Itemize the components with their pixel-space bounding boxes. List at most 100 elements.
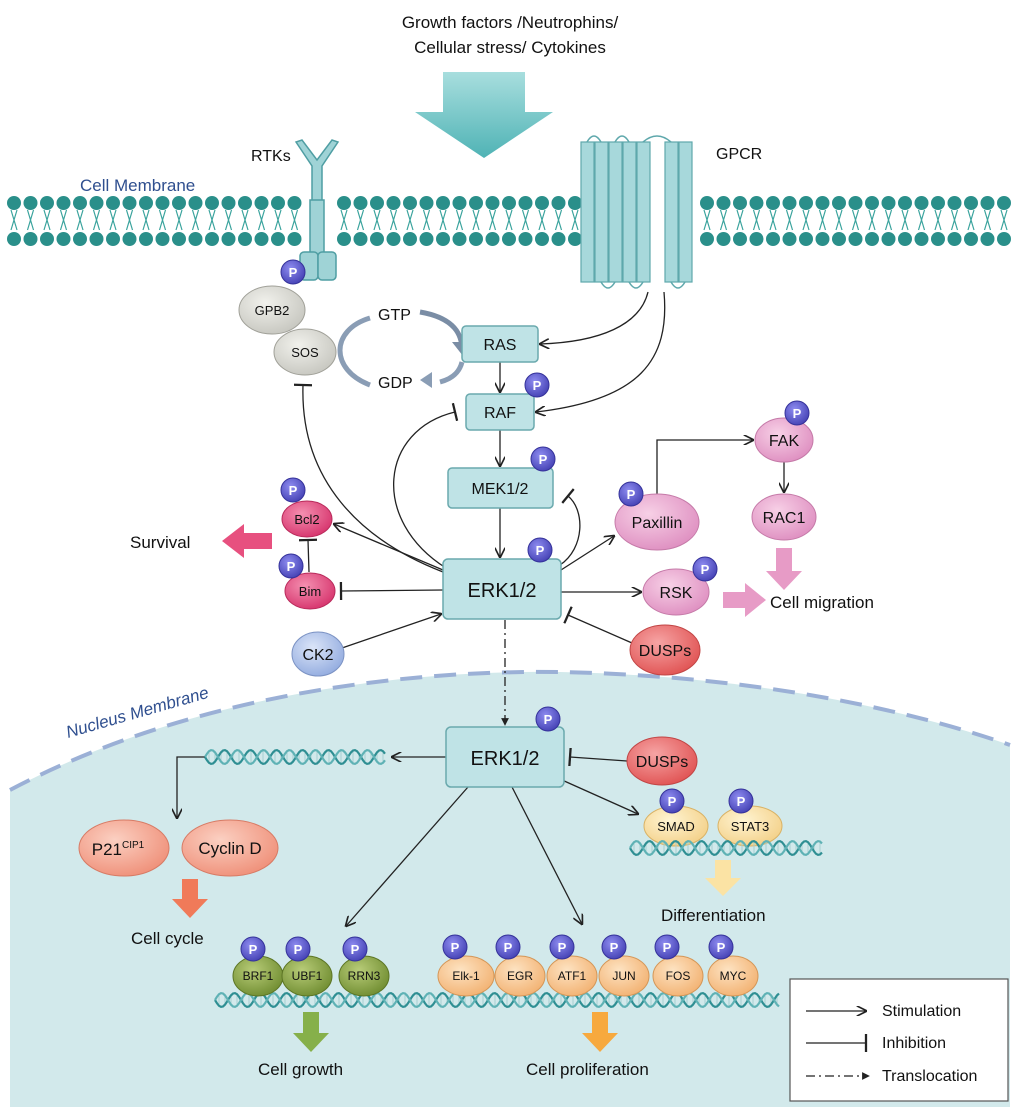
myc-label: MYC [720, 969, 747, 983]
dna-strand [204, 748, 386, 766]
transcription-factors: BRF1 UBF1 RRN3 Elk-1 EGR ATF1 JUN FOS MY… [232, 955, 759, 997]
lipid-head [947, 196, 962, 210]
lipid-tail [752, 209, 761, 231]
stat3-phospho-label: P [737, 794, 746, 809]
lipid-head [7, 232, 21, 246]
lipid-head [518, 232, 533, 246]
erk-cyto-node [442, 558, 562, 620]
lipid-head [485, 232, 500, 246]
legend-box [789, 978, 1009, 1102]
gpb2-label: GPB2 [255, 303, 290, 318]
cyclin-d-node [181, 819, 279, 877]
lipid-head [205, 232, 219, 246]
gpcr-helix [622, 141, 637, 283]
lipid-head [848, 232, 863, 246]
lipid-head [337, 196, 351, 210]
gtp-gdp-cycle-arrow-left [337, 315, 371, 388]
dna-cell-cycle [204, 748, 386, 766]
lipid-head [89, 232, 104, 246]
lipid-head [452, 232, 467, 246]
erk-to-bcl2-edge [334, 524, 444, 571]
lipid-head [914, 196, 929, 210]
lipid-head [155, 196, 170, 210]
lipid-head [518, 196, 533, 210]
cell-membrane [7, 196, 1011, 246]
jun-phospho-label: P [610, 940, 619, 955]
ubf1-phospho-label: P [294, 942, 303, 957]
gdp-label: GDP [378, 375, 413, 392]
lipid-tail [736, 209, 744, 231]
lipid-head [221, 232, 236, 246]
lipid-head [700, 232, 714, 246]
lipid-head [733, 196, 747, 210]
paxillin-phospho-label: P [627, 487, 636, 502]
lipid-head [914, 232, 929, 246]
lipid-head [172, 232, 186, 246]
dusps-inhibits-erk-nuc-edge [568, 747, 628, 767]
differentiation-arrow [705, 860, 741, 896]
erk-inhibits-raf-edge [393, 402, 459, 569]
lipid-head [848, 196, 863, 210]
lipid-head [23, 232, 38, 246]
erk-nuc-node [445, 726, 565, 788]
gpcr-to-ras-edge [540, 291, 649, 344]
paxillin-label: Paxillin [632, 515, 683, 532]
elk1-node [437, 955, 495, 997]
signal-line-1: Growth factors /Neutrophins/ [402, 13, 619, 32]
dusps-nuc-node [626, 736, 698, 786]
lipid-tail [901, 209, 909, 231]
mek-label: MEK1/2 [472, 481, 529, 498]
smad-label: SMAD [657, 819, 695, 834]
mek-phospho-label: P [539, 452, 548, 467]
dna-strand [629, 839, 823, 857]
dna-differentiation [629, 839, 823, 857]
lipid-head [980, 232, 995, 246]
lipid-tail [76, 209, 84, 231]
lipid-head [997, 232, 1011, 246]
differentiation-label: Differentiation [661, 906, 766, 925]
lipid-tail [802, 209, 810, 231]
lipid-tail [59, 209, 68, 231]
pathway-edges [177, 291, 784, 926]
lipid-tail [373, 209, 381, 231]
lipid-tail [109, 209, 117, 231]
cyclin-d-label: Cyclin D [198, 839, 261, 858]
atf1-phospho-label: P [558, 940, 567, 955]
lipid-head [436, 232, 450, 246]
lipid-head [254, 232, 269, 246]
gpcr-to-raf-edge [536, 291, 666, 412]
signal-big-arrow [415, 72, 553, 158]
lipid-tail [26, 209, 35, 231]
lipid-head [980, 196, 995, 210]
gpcr-helix [580, 141, 595, 283]
rtks-label: RTKs [251, 148, 291, 165]
raf-node [465, 393, 535, 431]
lipid-tail [835, 209, 843, 231]
lipid-head [469, 196, 483, 210]
lipid-head [436, 196, 450, 210]
cell-migration-label: Cell migration [770, 593, 874, 612]
rtk-phospho-label: P [289, 265, 298, 280]
lipid-head [964, 196, 978, 210]
lipid-tail [884, 209, 893, 231]
lipid-head [386, 196, 401, 210]
lipid-head [419, 232, 434, 246]
lipid-head [799, 232, 813, 246]
lipid-head [337, 232, 351, 246]
rac1-migration-arrow [766, 548, 802, 590]
raf-phospho-badge [524, 372, 550, 398]
brf1-label: BRF1 [243, 969, 274, 983]
lipid-tail [703, 209, 711, 231]
fak-phospho-label: P [793, 406, 802, 421]
atf1-node [546, 955, 598, 997]
fak-phospho-badge [784, 400, 810, 426]
lipid-tail [950, 209, 959, 231]
erk-cyto-phospho-label: P [536, 543, 545, 558]
fos-phospho-badge [654, 934, 680, 960]
lipid-head [535, 196, 549, 210]
lipid-head [419, 196, 434, 210]
ck2-to-erk-edge [341, 614, 441, 649]
atf1-label: ATF1 [558, 969, 587, 983]
lipid-head [865, 196, 879, 210]
